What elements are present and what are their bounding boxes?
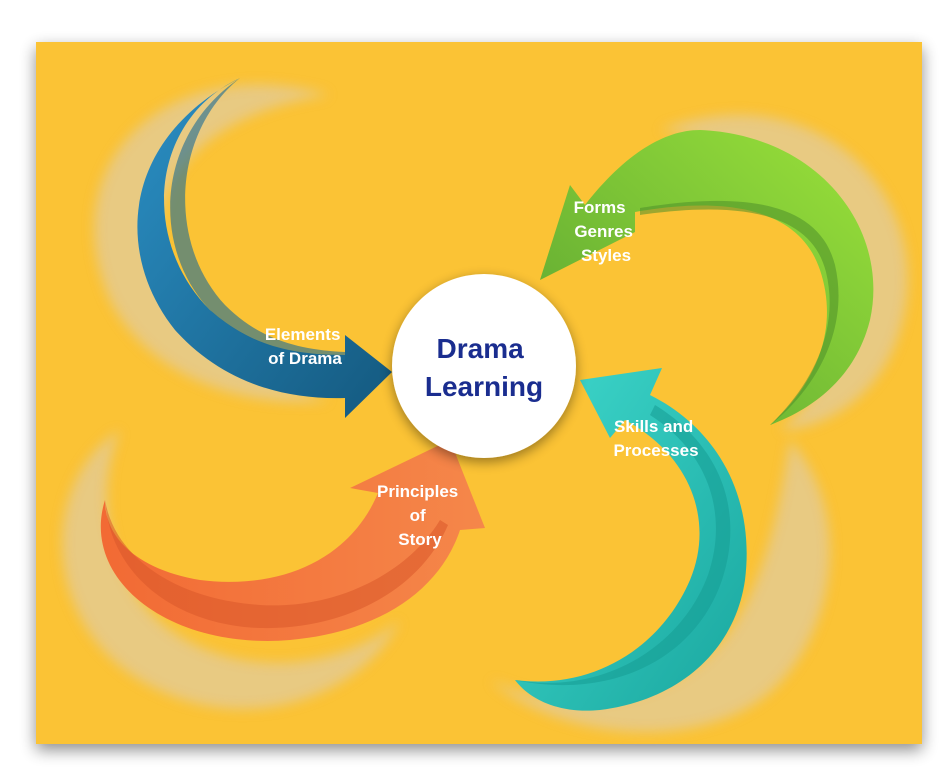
arrow-elements-of-drama: Elements of Drama [137,78,392,418]
arrow-skills-and-processes: Skills and Processes [515,368,747,711]
arrow-principles-label: Principles of Story [377,482,463,549]
center-node: Drama Learning [392,274,576,458]
center-circle [392,274,576,458]
arrow-forms-label: Forms Genres Styles [574,198,638,265]
orange-arrow-fold [105,500,448,629]
arrow-skills-label: Skills and Processes [613,417,698,460]
green-arrow-body [540,130,874,425]
center-label: Drama Learning [425,333,543,402]
blue-arrow-body [137,78,392,418]
arrow-forms-genres-styles: Forms Genres Styles [540,130,874,425]
arrow-principles-of-story: Principles of Story [100,440,486,641]
arrow-elements-label: Elements of Drama [265,325,345,368]
